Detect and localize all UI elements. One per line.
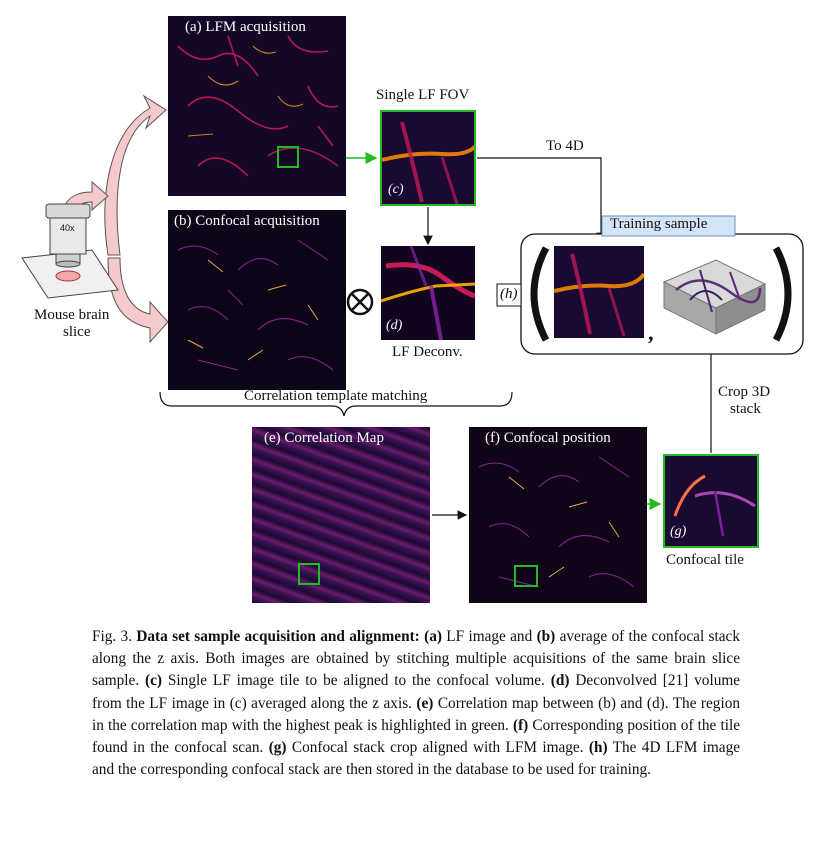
training-sample-label: Training sample — [610, 216, 707, 233]
caption-h: (h) — [589, 739, 608, 756]
caption-title: Data set sample acquisition and alignmen… — [136, 628, 419, 645]
lfm-texture — [168, 16, 346, 196]
correlation-template-matching-label: Correlation template matching — [244, 388, 427, 405]
confocal-texture — [469, 427, 647, 603]
comma-label: , — [648, 320, 654, 346]
caption-t1: LF image and — [446, 628, 532, 645]
highlight-box — [277, 146, 299, 168]
mouse-brain-label-line2: slice — [63, 324, 91, 341]
panel-e-title: (e) Correlation Map — [264, 430, 384, 447]
figure-caption: Fig. 3. Data set sample acquisition and … — [92, 626, 740, 781]
caption-t3: Single LF image tile to be aligned to th… — [168, 672, 545, 689]
to-4d-label: To 4D — [546, 138, 584, 155]
convolution-icon — [348, 290, 372, 314]
caption-f: (f) — [513, 717, 528, 734]
panel-c-label: (c) — [388, 182, 404, 198]
caption-e: (e) — [416, 695, 433, 712]
panel-b-confocal-image: (b) Confocal acquisition — [168, 210, 346, 390]
caption-g: (g) — [269, 739, 287, 756]
figure: (a) LFM acquisition (b) Confocal acquisi… — [0, 0, 832, 620]
confocal-tile-label: Confocal tile — [666, 552, 744, 569]
panel-a-lfm-image: (a) LFM acquisition — [168, 16, 346, 196]
panel-f-confocal-position: (f) Confocal position — [469, 427, 647, 603]
panel-c-single-lf: (c) — [380, 110, 476, 206]
panel-b-title: (b) Confocal acquisition — [174, 213, 320, 230]
caption-t7: Confocal stack crop aligned with LFM ima… — [292, 739, 584, 756]
panel-e-correlation-map: (e) Correlation Map — [252, 427, 430, 603]
caption-b: (b) — [537, 628, 556, 645]
single-lf-fov-label: Single LF FOV — [376, 87, 469, 104]
caption-d: (d) — [551, 672, 570, 689]
highlight-box — [514, 565, 538, 587]
panel-g-confocal-tile: (g) — [663, 454, 759, 548]
confocal-texture — [168, 210, 346, 390]
panel-h-label: (h) — [500, 286, 518, 303]
microscope-icon — [22, 204, 118, 298]
training-lf-image — [554, 246, 644, 338]
caption-c: (c) — [145, 672, 162, 689]
panel-a-title: (a) LFM acquisition — [185, 19, 306, 36]
panel-g-label: (g) — [670, 524, 686, 540]
crop-3d-label-line2: stack — [730, 401, 761, 418]
caption-a: (a) — [424, 628, 442, 645]
crop-3d-label-line1: Crop 3D — [718, 384, 770, 401]
mouse-brain-label-line1: Mouse brain — [34, 307, 109, 324]
panel-d-label: (d) — [386, 318, 402, 334]
caption-fig: Fig. 3. — [92, 628, 132, 645]
objective-label: 40x — [60, 223, 75, 233]
lf-tile-texture — [554, 246, 644, 338]
panel-f-title: (f) Confocal position — [485, 430, 611, 447]
panel-d-lf-deconv: (d) — [381, 246, 475, 340]
lf-deconv-label: LF Deconv. — [392, 344, 463, 361]
highlight-box — [298, 563, 320, 585]
